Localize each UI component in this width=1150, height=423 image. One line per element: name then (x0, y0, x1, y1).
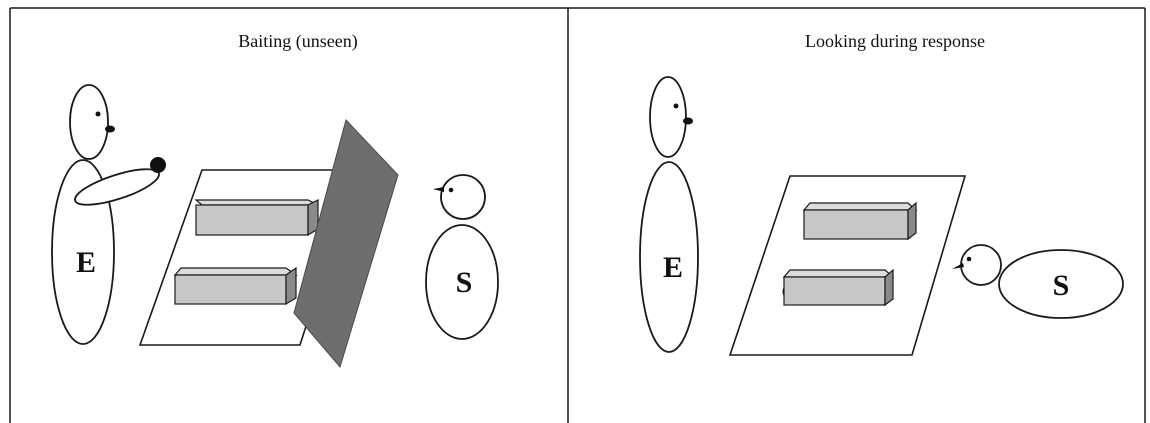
experimenter-eye (95, 111, 101, 117)
subject-head (440, 174, 486, 220)
container-box-top (194, 199, 319, 237)
container-box-bottom (173, 266, 298, 306)
subject-head-right (960, 244, 1002, 286)
experimenter-arm (74, 168, 160, 206)
experimenter-eye-right (673, 103, 679, 109)
panel-baiting: Baiting (unseen) E (51, 31, 499, 369)
experimenter-body-right (639, 161, 699, 353)
figure-frame (9, 7, 1146, 423)
subject-beak-right (952, 263, 964, 269)
experimenter-figure-right (639, 76, 699, 353)
experimenter-figure (51, 84, 166, 345)
occluding-screen (293, 119, 399, 369)
panel-title-looking: Looking during response (805, 31, 985, 51)
container-box-bottom-right (782, 268, 895, 307)
experimenter-label: E (76, 246, 96, 279)
experimenter-nose-right (683, 117, 693, 125)
container-box-top-right (802, 201, 918, 241)
subject-beak (433, 187, 444, 192)
experimenter-head (69, 84, 109, 160)
subject-eye (448, 187, 454, 193)
experimenter-head-right (649, 76, 687, 158)
subject-body (425, 224, 499, 340)
experimenter-label-right: E (663, 251, 683, 284)
experimenter-hand (150, 157, 166, 173)
experimenter-nose (105, 125, 115, 133)
subject-figure-right (952, 244, 1124, 319)
panel-looking: Looking during response E (639, 31, 1124, 356)
experimenter-body (51, 159, 115, 345)
subject-label-right: S (1053, 269, 1070, 302)
panel-title-baiting: Baiting (unseen) (238, 31, 357, 52)
subject-body-right (998, 249, 1124, 319)
subject-figure (425, 174, 499, 340)
subject-label: S (456, 266, 473, 299)
subject-eye-right (966, 256, 972, 262)
